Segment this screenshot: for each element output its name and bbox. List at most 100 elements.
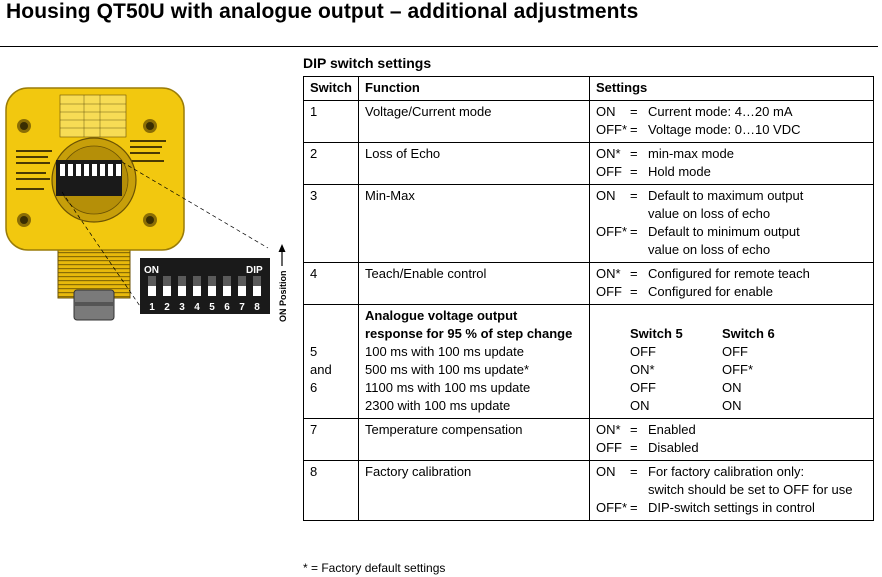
settings-cell: ON = For factory calibration only: switch s… [589,460,874,521]
setting-key: ON [596,464,616,479]
dip-number: 6 [224,302,230,313]
function-cell: Min-Max [358,184,590,263]
setting-equals: = [630,146,638,161]
setting-equals: = [630,422,638,437]
function-cell: Teach/Enable control [358,262,590,305]
section-heading: DIP switch settings [303,55,432,71]
setting-text: Hold mode [648,164,711,179]
setting-key: ON* [596,266,621,281]
setting-text: For factory calibration only: [648,464,805,479]
housing-figure: ON DIP 1 2 3 4 5 6 7 8 ON Position [5,87,288,323]
setting-equals: = [630,164,638,179]
analogue-switch-line: 5 [310,344,318,359]
switch6-value: ON [722,380,742,395]
setting-key: ON* [596,422,621,437]
setting-text: Configured for enable [648,284,774,299]
footnote: * = Factory default settings [303,561,446,575]
setting-key: OFF* [596,500,628,515]
setting-equals: = [630,500,638,515]
setting-line: ON=Current mode: 4…20 mA [596,103,869,121]
setting-key: OFF* [596,122,628,137]
switch-number: 2 [303,142,359,185]
switch6-value: ON [722,398,742,413]
setting-equals: = [630,266,638,281]
dip-number: 4 [194,302,200,313]
setting-key: OFF [596,440,622,455]
switch6-value: OFF* [722,362,754,377]
dip-number: 8 [254,302,260,313]
switch-number: 4 [303,262,359,305]
header-switch: Switch [303,76,359,101]
function-cell: Temperature compensation [358,418,590,461]
setting-text: Default to maximum output [648,188,804,203]
switch6-value: OFF [722,344,748,359]
table-header-row: Switch Function Settings [303,76,874,101]
analogue-option-values: OFF ON [596,379,869,397]
header-function: Function [358,76,590,101]
dip-switch-levers [148,276,261,296]
title-divider [0,46,878,47]
setting-continuation: switch should be set to OFF for use [648,482,853,497]
setting-line: ON*=Configured for remote teach [596,265,869,283]
setting-equals: = [630,122,638,137]
switch-number: 1 [303,100,359,143]
dip-switch-enlarged [140,258,270,314]
switch5-value: ON [630,398,650,413]
setting-key: ON [596,188,616,203]
switch5-value: OFF [630,344,656,359]
setting-key: ON [596,104,616,119]
setting-line: ON* = Enabled [596,421,869,439]
screw-icon [17,119,157,227]
setting-key: OFF [596,284,622,299]
col-head-switch5: Switch 5 [630,326,683,341]
dip-number: 7 [239,302,245,313]
analogue-option-label: 1100 ms with 100 ms update [365,380,531,395]
function-cell: Loss of Echo [358,142,590,185]
setting-equals: = [630,224,638,239]
setting-equals: = [630,104,638,119]
setting-text: min-max mode [648,146,734,161]
on-position-label: ON Position [278,271,288,323]
setting-line: ON*=min-max mode [596,145,869,163]
setting-equals: = [630,440,638,455]
switch-number: 8 [303,460,359,521]
setting-line: ON = Default to maximum output [596,187,869,205]
dip-number: 2 [164,302,170,313]
setting-line: ON = For factory calibration only: [596,463,869,481]
analogue-switch-cell: 5 and 6 [303,304,359,419]
setting-continuation: value on loss of echo [648,206,771,221]
setting-equals: = [630,464,638,479]
setting-text: Voltage mode: 0…10 VDC [648,122,801,137]
settings-cell: ON = Default to maximum output value on los… [589,184,874,263]
table-row-analogue: 5 and 6 Analogue voltage output response… [303,304,874,419]
analogue-option-label: 100 ms with 100 ms update [365,344,524,359]
analogue-option-values: ON ON [596,397,869,415]
setting-key: OFF [596,164,622,179]
analogue-heading-line: Analogue voltage output [365,308,518,323]
setting-key: OFF* [596,224,628,239]
analogue-option-label: 2300 with 100 ms update [365,398,511,413]
setting-text: Disabled [648,440,699,455]
analogue-function-cell: Analogue voltage output response for 95 … [358,304,590,419]
dip-number: 5 [209,302,215,313]
setting-equals: = [630,188,638,203]
setting-equals: = [630,284,638,299]
switch-number: 7 [303,418,359,461]
dip-number: 3 [179,302,185,313]
col-head-switch6: Switch 6 [722,326,775,341]
setting-text: Enabled [648,422,696,437]
setting-line: OFF = Configured for enable [596,283,869,301]
dip-brand-label: DIP [246,265,263,276]
analogue-option-values: OFF OFF [596,343,869,361]
switch5-value: OFF [630,380,656,395]
